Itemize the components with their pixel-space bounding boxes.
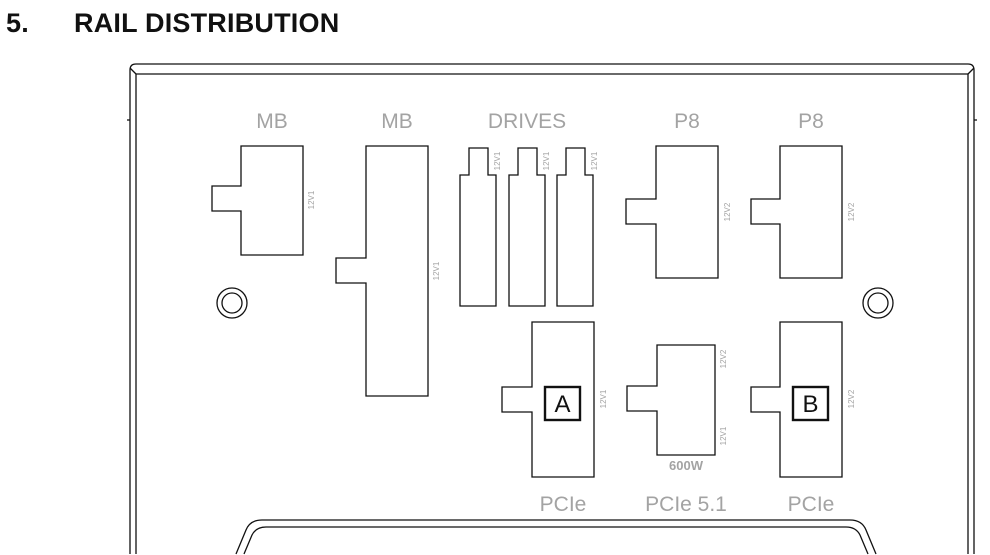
fan-cutout xyxy=(235,519,877,555)
rail-label-p8-1: 12V2 xyxy=(723,202,732,221)
label-p8-1: P8 xyxy=(674,110,700,133)
rail-label-drive-1: 12V1 xyxy=(493,151,502,170)
marker-b-letter: B xyxy=(802,391,818,418)
label-pcie-left: PCIe xyxy=(540,493,587,516)
screw-hole-right xyxy=(862,287,894,319)
corner-bevel-right xyxy=(967,67,975,75)
rail-label-p8-2: 12V2 xyxy=(847,202,856,221)
connector-drive-3 xyxy=(556,147,594,307)
connector-pcie-b xyxy=(750,321,843,478)
connector-mb-24pin xyxy=(335,145,429,397)
marker-b-box xyxy=(791,385,830,422)
rail-label-drive-2: 12V1 xyxy=(542,151,551,170)
label-pcie-right: PCIe xyxy=(788,493,835,516)
section-heading: 5. RAIL DISTRIBUTION xyxy=(6,8,339,39)
psu-outline xyxy=(129,63,975,554)
rail-label-pcie-5-1-top: 12V2 xyxy=(719,349,728,368)
label-p8-2: P8 xyxy=(798,110,824,133)
label-drives: DRIVES xyxy=(488,110,566,133)
corner-bevel-left xyxy=(129,67,137,75)
label-pcie-5-1: PCIe 5.1 xyxy=(645,493,727,516)
connector-drive-1 xyxy=(459,147,497,307)
section-title: RAIL DISTRIBUTION xyxy=(74,8,340,38)
connector-drive-2 xyxy=(508,147,546,307)
connector-pcie-5-1 xyxy=(626,344,716,456)
label-mb-2: MB xyxy=(381,110,413,133)
psu-inner-outline xyxy=(135,73,969,554)
label-mb-1: MB xyxy=(256,110,288,133)
rail-label-pcie-5-1-bottom: 12V1 xyxy=(719,426,728,445)
connector-pcie-a xyxy=(501,321,595,478)
screw-hole-left xyxy=(216,287,248,319)
rail-label-mb-2: 12V1 xyxy=(432,261,441,280)
rail-label-drive-3: 12V1 xyxy=(590,151,599,170)
section-number: 5. xyxy=(6,8,29,38)
connector-p8-2 xyxy=(750,145,843,279)
rail-label-pcie-a: 12V1 xyxy=(599,389,608,408)
fan-cutout-inner xyxy=(243,526,869,555)
screw-hole-left-inner xyxy=(221,292,243,314)
rail-label-mb-1: 12V1 xyxy=(307,190,316,209)
screw-hole-right-inner xyxy=(867,292,889,314)
marker-a-letter: A xyxy=(554,391,570,418)
marker-a-box xyxy=(543,385,582,422)
label-600w: 600W xyxy=(669,458,704,473)
connector-mb-small xyxy=(211,145,304,256)
rail-label-pcie-b: 12V2 xyxy=(847,389,856,408)
connector-p8-1 xyxy=(625,145,719,279)
